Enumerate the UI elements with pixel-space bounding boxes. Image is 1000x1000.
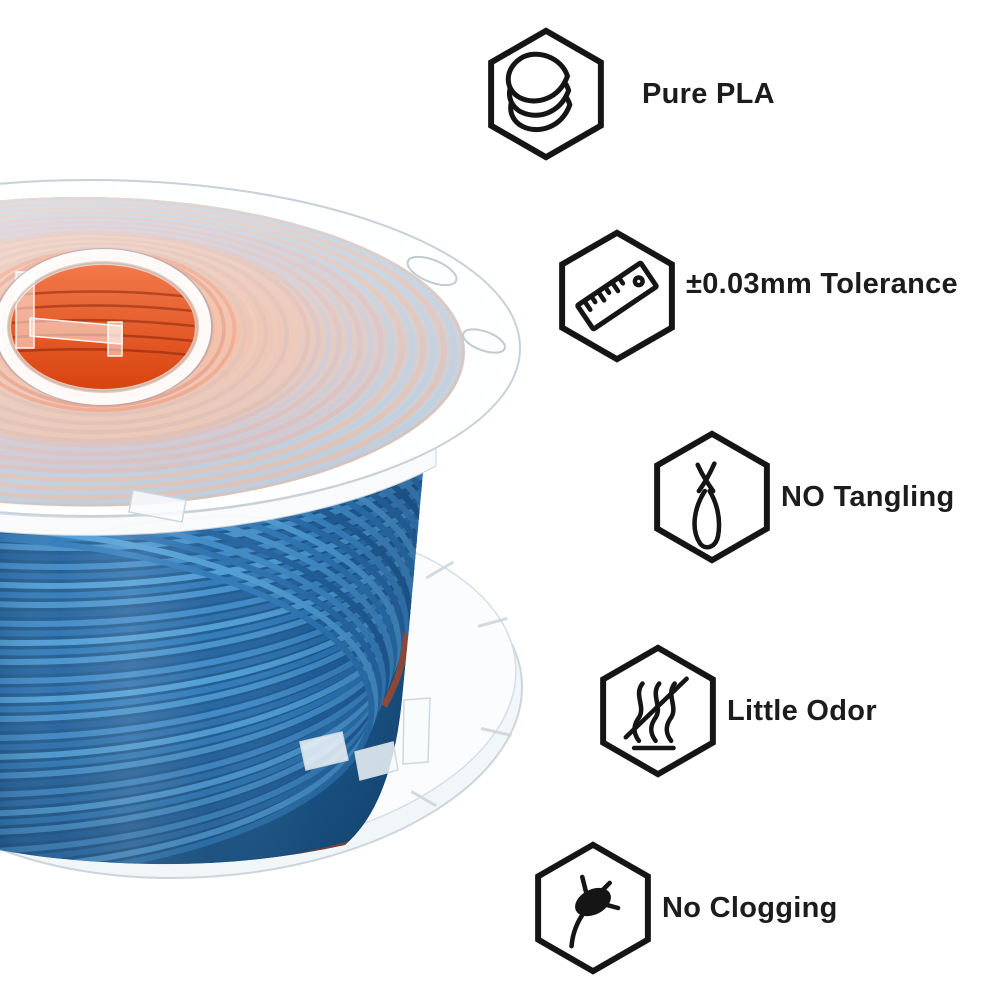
spool-hub (0, 248, 213, 406)
no-tangling-icon (654, 430, 770, 564)
flange-hole (406, 255, 458, 287)
feature-pure-pla: Pure PLA (486, 25, 775, 163)
feature-tolerance: ±0.03mm Tolerance (557, 227, 958, 365)
feature-label: No Clogging (662, 891, 838, 924)
feature-no-clogging: No Clogging (533, 839, 838, 977)
no-clogging-icon (535, 841, 651, 975)
odor-waves-icon (600, 644, 716, 778)
feature-label: ±0.03mm Tolerance (686, 267, 958, 300)
flange-hole (462, 328, 506, 354)
feature-little-odor: Little Odor (598, 642, 877, 780)
feature-no-tangling: NO Tangling (652, 428, 955, 566)
bottom-flange-tabs (299, 697, 431, 781)
feature-label: NO Tangling (781, 480, 955, 513)
feature-label: Pure PLA (642, 77, 775, 110)
filament-spool-photo (0, 179, 524, 880)
spool-top-flange (0, 179, 521, 536)
ruler-icon (559, 229, 675, 363)
feature-label: Little Odor (727, 694, 877, 727)
stacked-leaves-icon (488, 27, 604, 161)
